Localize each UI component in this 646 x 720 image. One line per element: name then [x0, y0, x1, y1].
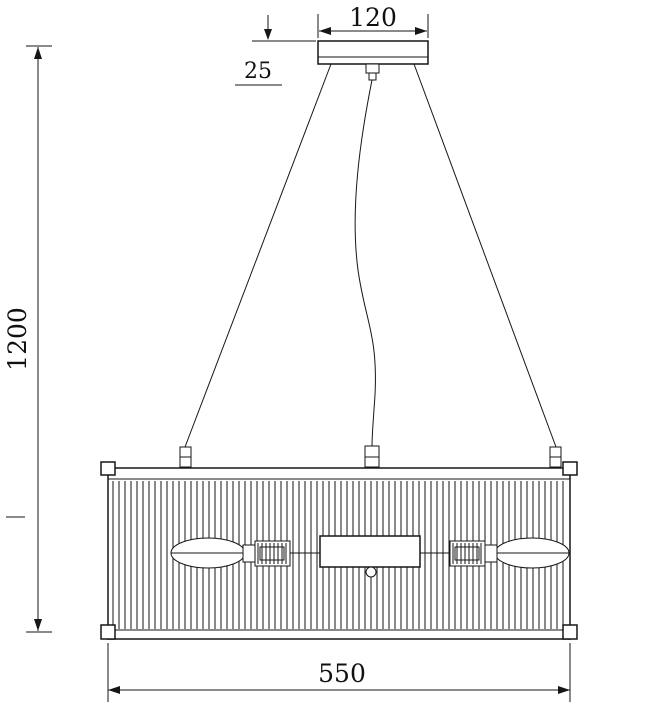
dimension-label-canopy-width: 120 — [349, 3, 397, 32]
suspension-wire-left — [184, 63, 332, 448]
dimension-label-canopy-height: 25 — [244, 59, 272, 84]
bulb-neck-left — [242, 544, 256, 563]
corner-cap-top-right — [562, 461, 578, 476]
center-mount-box — [319, 535, 421, 568]
socket-insert-right — [454, 546, 480, 561]
arrowhead-down — [264, 29, 272, 40]
wire-hangers — [179, 445, 562, 468]
corner-cap-bottom-left — [100, 624, 116, 640]
dimension-shade-width: 550 — [107, 643, 571, 702]
arrowhead-down — [34, 619, 42, 631]
suspension-set — [184, 63, 557, 448]
canopy-stem — [365, 63, 380, 74]
canopy-body — [317, 40, 429, 65]
arrowhead-right — [558, 686, 570, 694]
arrowhead-left — [108, 686, 120, 694]
dimension-label-shade-width: 550 — [318, 659, 366, 688]
arrowhead-left — [319, 27, 331, 35]
power-cord — [354, 79, 376, 447]
suspension-wire-right — [413, 63, 557, 448]
arrowhead-up — [34, 47, 42, 59]
ceiling-canopy — [317, 40, 429, 81]
corner-cap-bottom-right — [562, 624, 578, 640]
socket-insert-left — [259, 546, 285, 561]
dimension-overall-drop: 1200 — [3, 45, 52, 633]
cord-grip — [368, 72, 377, 81]
shade-interior — [170, 535, 570, 578]
dimension-label-overall-drop: 1200 — [3, 307, 32, 371]
dimension-canopy-height: 25 — [235, 15, 316, 86]
bulb-neck-right — [484, 544, 498, 563]
dimension-canopy-width: 120 — [317, 3, 429, 38]
arrowhead-right — [415, 27, 427, 35]
corner-cap-top-left — [100, 461, 116, 476]
center-mount-knob — [365, 566, 377, 578]
